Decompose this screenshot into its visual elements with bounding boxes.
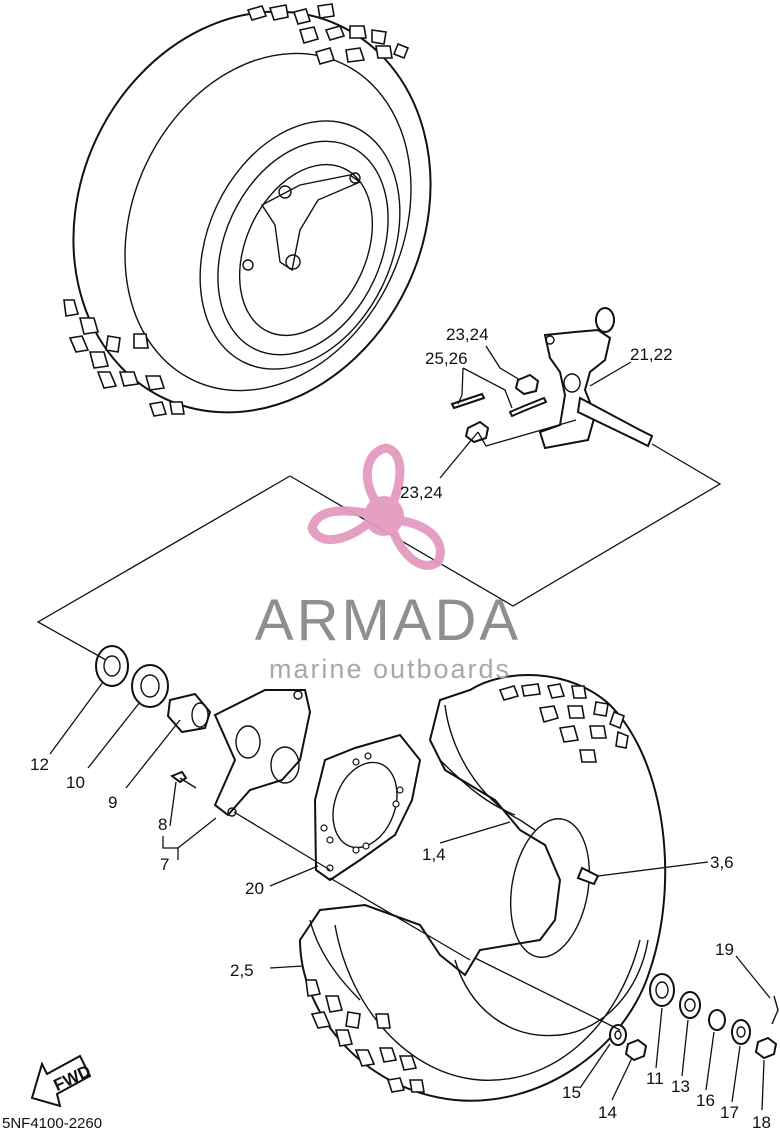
label-25-26: 25,26 [425, 349, 468, 368]
fwd-arrow-icon: FWD [30, 1054, 94, 1108]
diagram-code: 5NF4100-2260 [2, 1115, 102, 1132]
brake-disc-plate [313, 733, 422, 882]
label-23-24-bottom: 23,24 [400, 483, 443, 502]
label-23-24-top: 23,24 [446, 325, 489, 344]
watermark-title: ARMADA [255, 588, 521, 653]
label-20: 20 [245, 879, 264, 898]
label-11: 11 [646, 1069, 664, 1088]
label-13: 13 [671, 1077, 690, 1096]
label-16: 16 [696, 1091, 715, 1110]
label-7: 7 [160, 855, 169, 874]
armada-watermark: ARMADA marine outboards [255, 443, 521, 684]
part-labels: 23,24 25,26 21,22 23,24 12 10 9 8 7 20 1… [2, 325, 771, 1132]
label-15: 15 [562, 1083, 581, 1102]
label-14: 14 [598, 1103, 617, 1122]
bearings-and-spacer [95, 645, 212, 734]
label-1-4: 1,4 [422, 845, 446, 864]
label-9: 9 [108, 793, 117, 812]
propeller-hub-icon [364, 496, 404, 536]
label-2-5: 2,5 [230, 961, 254, 980]
label-21-22: 21,22 [630, 345, 673, 364]
label-19: 19 [715, 940, 734, 959]
assembled-wheel [63, 3, 432, 417]
wheel-hub [169, 689, 312, 817]
steering-knuckle [450, 307, 654, 450]
label-12: 12 [30, 755, 49, 774]
label-17: 17 [720, 1103, 739, 1122]
label-8: 8 [158, 815, 167, 834]
washers-and-nuts [609, 973, 779, 1062]
label-18: 18 [752, 1113, 771, 1132]
label-3-6: 3,6 [710, 853, 734, 872]
watermark-subtitle: marine outboards [269, 654, 511, 684]
tire-and-rim [298, 674, 667, 1102]
label-10: 10 [66, 773, 85, 792]
propeller-logo-icon [307, 443, 445, 570]
